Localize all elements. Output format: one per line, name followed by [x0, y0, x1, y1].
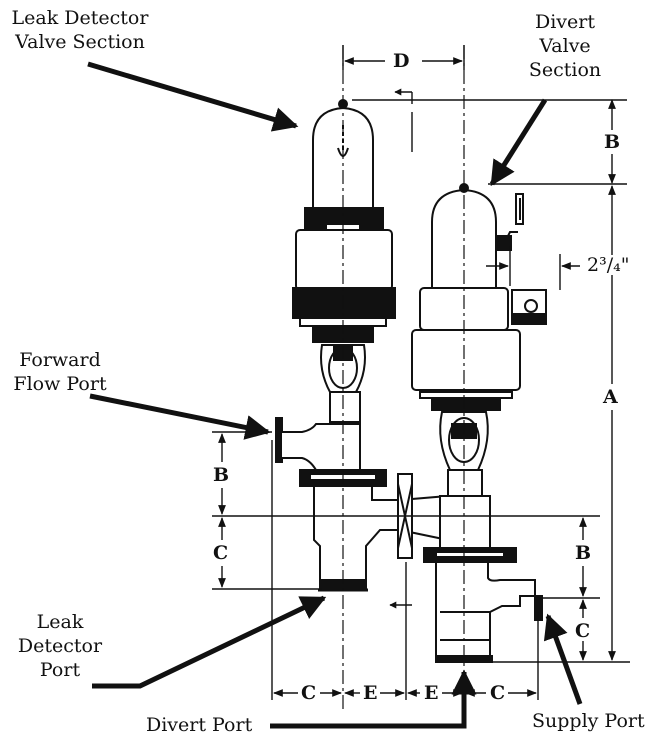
dimension-c-right: C [574, 620, 592, 642]
dimension-c-bottom-right: C [489, 682, 507, 704]
leak-detector-valve-section-label: Leak Detector Valve Section [0, 6, 160, 54]
label-line: Valve Section [15, 31, 145, 53]
dimension-c-bottom-left: C [300, 682, 318, 704]
label-line: Leak Detector [11, 7, 149, 29]
label-line: Port [39, 659, 81, 681]
label-line: Detector [17, 635, 103, 657]
dimension-b-left: B [212, 464, 231, 486]
label-line: Divert [534, 11, 595, 33]
divert-valve-section-label: Divert Valve Section [510, 10, 620, 82]
dimension-d: D [392, 50, 411, 72]
label-line: Forward [19, 349, 101, 371]
forward-flow-port-label: Forward Flow Port [0, 348, 120, 396]
label-line: Valve [539, 35, 591, 57]
supply-port-label: Supply Port [532, 710, 645, 732]
label-line: Section [528, 59, 602, 81]
label-line: Leak [36, 611, 84, 633]
dimension-b-right: B [574, 542, 593, 564]
leak-detector-port-label: Leak Detector Port [10, 610, 110, 682]
divert-port-label: Divert Port [146, 714, 253, 736]
label-line: Flow Port [13, 373, 107, 395]
dimension-b-top: B [603, 131, 622, 153]
dimension-e-bottom-left: E [362, 682, 379, 704]
dimension-offset: 2³/₄" [586, 254, 631, 276]
dimension-c-left: C [212, 542, 230, 564]
divert-valve-body [399, 183, 547, 663]
dimension-e-bottom-right: E [423, 682, 440, 704]
dimension-a: A [602, 386, 619, 408]
